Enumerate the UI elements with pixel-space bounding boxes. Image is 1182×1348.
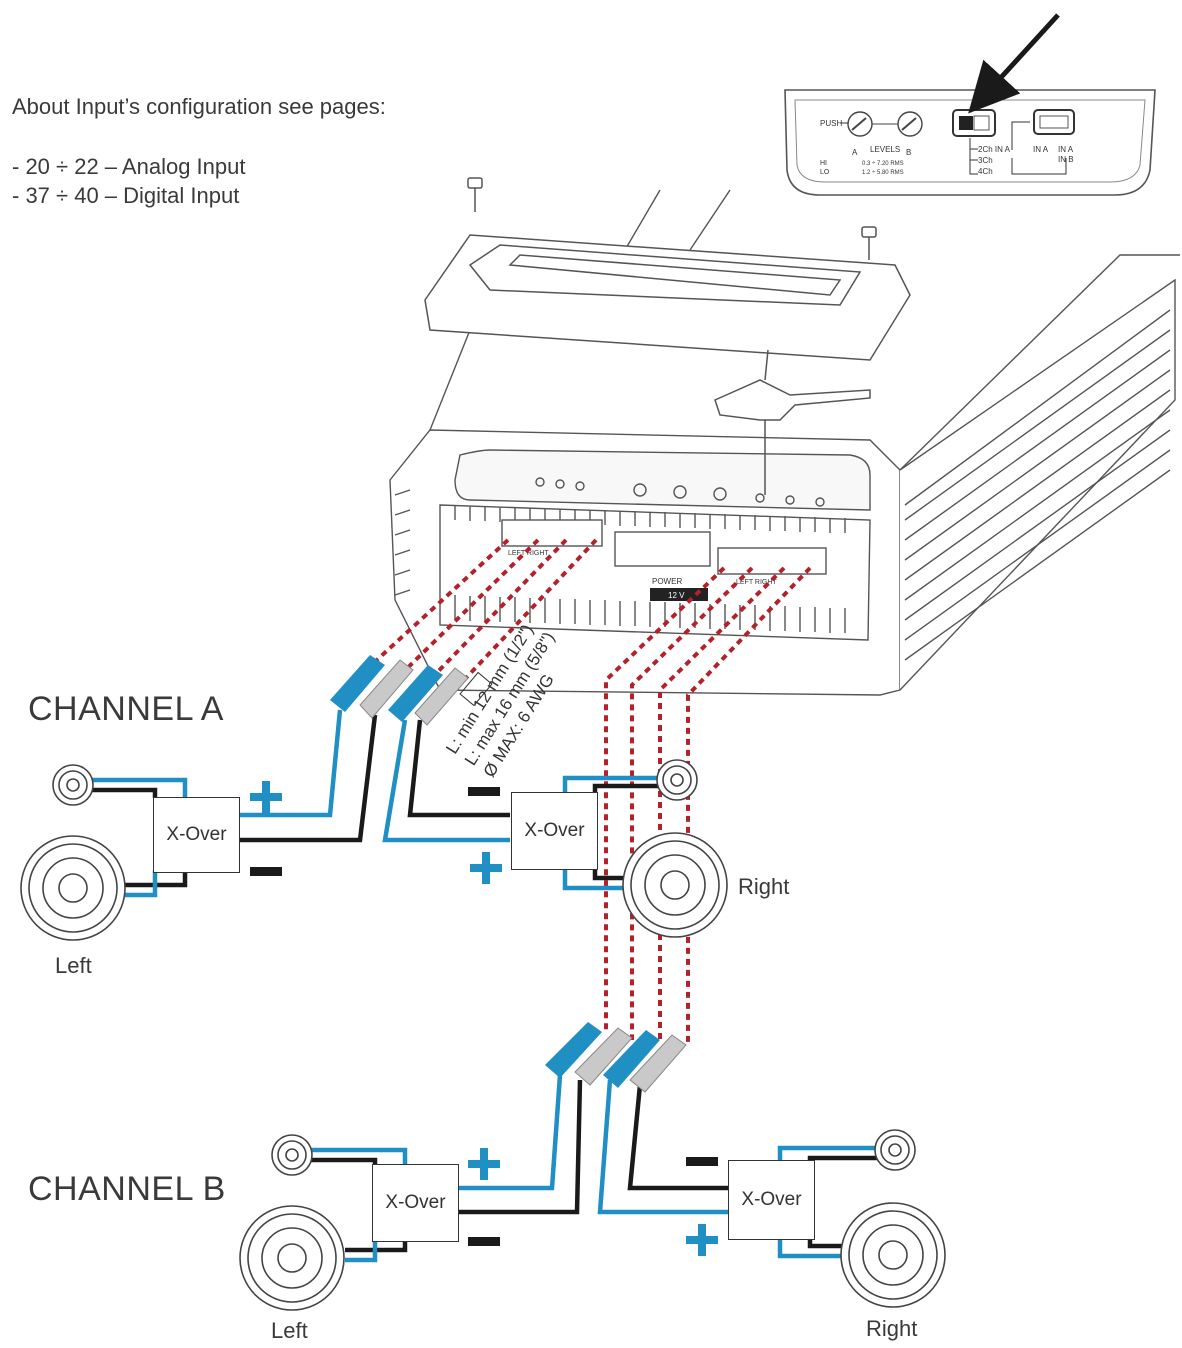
range-lo: 1.2 ÷ 5.80 RMS: [862, 170, 904, 176]
inab-label-1: IN A: [1058, 145, 1074, 154]
plus-sign-icon: [470, 852, 502, 884]
tweeter-icon: [656, 759, 698, 801]
polarity-signs: [250, 781, 718, 1256]
speaker-a-left-label: Left: [55, 953, 92, 978]
xover-b-left: X-Over: [372, 1164, 459, 1242]
mode-3ch: 3Ch: [978, 156, 993, 165]
woofer-icon: [622, 832, 728, 938]
pointer-arrow-icon: [968, 13, 1060, 114]
channel-b-plugs: [545, 1022, 687, 1093]
control-panel-inset: PUSH A LEVELS B HI LO 0.3 ÷ 7.20 RMS 1.2…: [784, 13, 1156, 196]
plus-sign-icon: [468, 1148, 500, 1180]
woofer-icon: [20, 835, 126, 941]
plus-sign-icon: [250, 781, 282, 813]
minus-sign-icon: [250, 867, 282, 876]
level-b-label: B: [906, 148, 911, 157]
cover-plate: [424, 177, 911, 495]
plus-sign-icon: [686, 1224, 718, 1256]
minus-sign-icon: [468, 1237, 500, 1246]
speakers: [20, 759, 946, 1311]
hi-label: HI: [820, 160, 827, 167]
xover-a-left: X-Over: [153, 797, 240, 873]
left-right-a-label: LEFT RIGHT: [508, 550, 549, 557]
intro-text: About Input’s configuration see pages:: [12, 94, 386, 119]
woofer-icon: [239, 1205, 345, 1311]
speaker-b-left-label: Left: [271, 1318, 308, 1343]
page-ref-analog: - 20 ÷ 22 – Analog Input: [12, 154, 246, 179]
xover-a-right: X-Over: [511, 792, 598, 870]
lo-label: LO: [820, 169, 830, 176]
ina-label: IN A: [1033, 145, 1049, 154]
amplifier: [389, 189, 1180, 696]
push-label: PUSH: [820, 119, 842, 128]
power-label: POWER: [652, 577, 682, 586]
channel-a-plugs: [330, 655, 493, 726]
channel-b-label: CHANNEL B: [28, 1170, 226, 1208]
speaker-b-right-label: Right: [866, 1316, 918, 1341]
woofer-icon: [840, 1202, 946, 1308]
xover-b-right: X-Over: [728, 1160, 815, 1240]
page-ref-digital: - 37 ÷ 40 – Digital Input: [12, 183, 240, 208]
mode-2ch: 2Ch IN A: [978, 145, 1011, 154]
levels-label: LEVELS: [870, 145, 900, 154]
mode-4ch: 4Ch: [978, 167, 993, 176]
range-hi: 0.3 ÷ 7.20 RMS: [862, 161, 904, 167]
tweeter-icon: [52, 764, 94, 806]
minus-sign-icon: [686, 1157, 718, 1166]
channel-a-label: CHANNEL A: [28, 690, 224, 728]
level-b-knob-icon[interactable]: [897, 111, 923, 137]
channel-b-wires: [275, 1074, 885, 1263]
tweeter-icon: [271, 1134, 313, 1176]
speaker-a-right-label: Right: [738, 874, 790, 899]
left-right-b-label: LEFT RIGHT: [736, 579, 777, 586]
voltage-label: 12 V: [668, 591, 685, 600]
level-a-label: A: [852, 148, 858, 157]
tweeter-icon: [874, 1129, 916, 1171]
inab-label-2: IN B: [1058, 155, 1074, 164]
minus-sign-icon: [468, 787, 500, 796]
